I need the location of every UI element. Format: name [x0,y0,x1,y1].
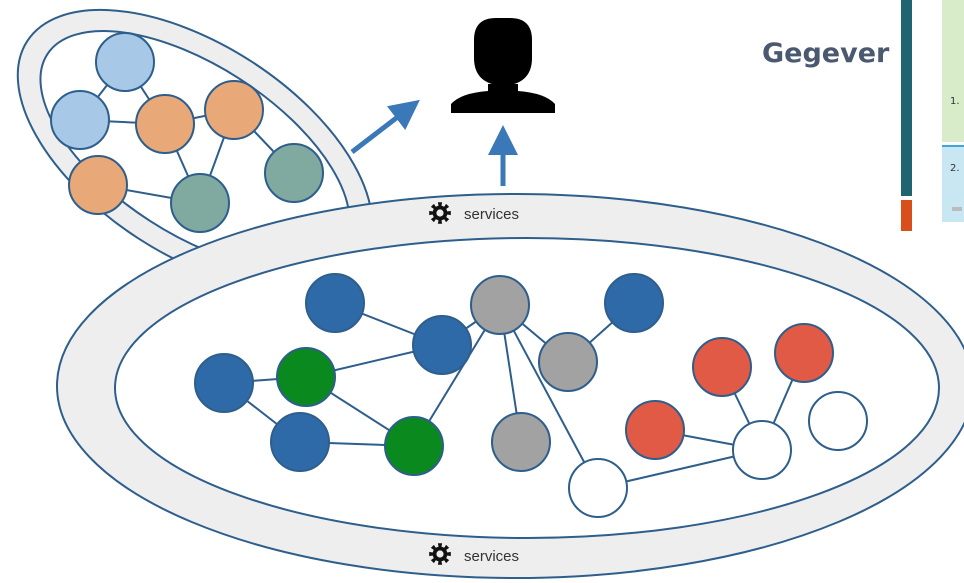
arrow-to-user-from-small-graph [350,99,420,154]
graph-node-grey [538,332,598,392]
graph-node-green [384,416,444,476]
side-panel: 1. 2. [942,0,964,222]
services-bottom-label: services [429,543,519,565]
graph-node-dark-blue [305,273,365,333]
small-graph-nodes [50,32,324,233]
graph-node-dark-blue [194,353,254,413]
person-silhouette-icon [451,18,555,113]
large-graph-ring [56,193,964,579]
graph-node-teal [170,173,230,233]
graph-node-dark-blue [412,315,472,375]
side-panel-item-number: 2. [950,163,960,174]
side-panel-title: Gegever [762,38,890,69]
graph-node-peach [68,155,128,215]
graph-node-red [625,400,685,460]
graph-node-grey [491,412,551,472]
side-panel-row-2: 2. [942,145,964,222]
graph-node-dark-blue [604,273,664,333]
graph-node-dark-blue [270,412,330,472]
side-panel-scroll-marker [952,207,962,211]
graph-node-red [774,323,834,383]
graph-edge [499,304,599,489]
graph-node-white [568,458,628,518]
gear-icon [429,543,451,565]
graph-node-light-blue [95,32,155,92]
teal-accent-bar [901,0,912,196]
graph-node-white [732,420,792,480]
graph-node-light-blue [50,90,110,150]
svg-text:services: services [464,548,519,565]
large-graph-nodes [194,273,868,518]
graph-node-peach [135,94,195,154]
graph-node-red [692,337,752,397]
graph-node-green [276,347,336,407]
graph-node-white [808,391,868,451]
services-top-label: services [429,202,519,224]
side-panel-row-1: 1. [942,0,964,142]
graph-node-teal [264,143,324,203]
graph-node-peach [204,80,264,140]
side-panel-item-number: 1. [950,96,960,107]
graph-node-grey [470,275,530,335]
svg-text:services: services [464,206,519,223]
orange-accent-block [901,200,912,231]
gear-icon [429,202,451,224]
